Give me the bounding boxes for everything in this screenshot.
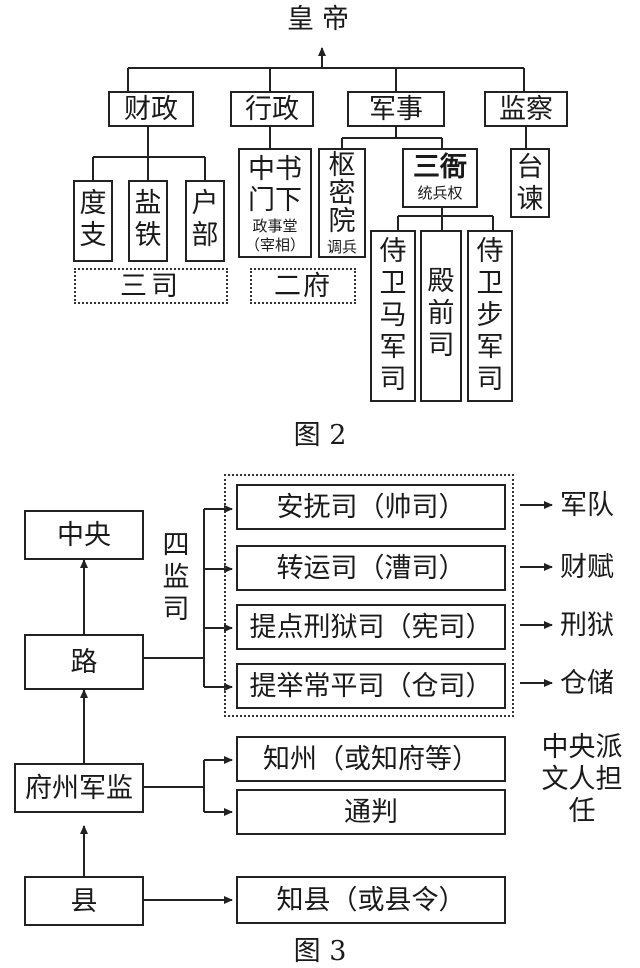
figure3-caption: 图 3	[293, 936, 347, 967]
zhixian-box: 知县（或县令）	[236, 876, 506, 924]
zhengshitang-label: 政事堂	[252, 217, 298, 235]
dept-finance-box: 财政	[108, 91, 194, 127]
tongpan-label: 通判	[344, 797, 398, 828]
emperor-label: 皇帝	[287, 4, 357, 35]
tidian-label: 提点刑狱司（宪司）	[249, 612, 493, 643]
func-prison-label: 刑狱	[560, 610, 614, 641]
dept-military-label: 军事	[369, 94, 423, 125]
diaobing-label: 调兵	[326, 238, 357, 256]
sanya-box: 三衙 统兵权	[402, 148, 478, 208]
hubu-label: 户部	[191, 188, 219, 251]
zaixiang-label: （宰相）	[244, 236, 305, 254]
tiju-label: 提举常平司（仓司）	[249, 671, 493, 702]
tongbingquan-label: 统兵权	[417, 184, 463, 202]
taijian-box: 台谏	[510, 148, 550, 218]
fuzhou-box: 府州军监	[14, 763, 144, 813]
figure2-caption: 图 2	[293, 420, 347, 451]
shumiyuan-box: 枢密院 调兵	[318, 148, 366, 258]
zhizhou-label: 知州（或知府等）	[263, 744, 479, 775]
dept-finance-label: 财政	[124, 94, 178, 125]
hubu-box: 户部	[185, 180, 225, 262]
sijian-group	[224, 474, 514, 717]
anfu-box: 安抚司（帅司）	[236, 484, 506, 530]
note-label: 中央派文人担任	[541, 732, 623, 827]
dept-supervision-box: 监察	[484, 91, 568, 127]
taijian-label: 台谏	[516, 152, 544, 215]
sansi-group: 三司	[74, 268, 228, 304]
sansi-label: 三司	[120, 271, 182, 302]
zhizhou-box: 知州（或知府等）	[236, 736, 506, 782]
zhixian-label: 知县（或县令）	[276, 885, 466, 916]
center-label: 中央	[57, 520, 111, 551]
duzhi-box: 度支	[73, 180, 113, 262]
shiwei-ma-box: 侍卫马军司	[370, 230, 416, 402]
func-army-label: 军队	[560, 490, 614, 521]
dept-supervision-label: 监察	[499, 94, 553, 125]
shiwei-bu-label: 侍卫步军司	[476, 236, 504, 395]
sanya-label: 三衙	[413, 152, 467, 183]
zhongshu-box: 中书门下 政事堂 （宰相）	[238, 148, 312, 258]
center-box: 中央	[24, 510, 144, 560]
shiwei-bu-box: 侍卫步军司	[467, 230, 513, 402]
erfu-label: 二府	[274, 271, 332, 302]
erfu-group: 二府	[250, 268, 356, 304]
zhuanyun-label: 转运司（漕司）	[276, 553, 466, 584]
dianqian-box: 殿前司	[420, 230, 462, 402]
tiju-box: 提举常平司（仓司）	[236, 663, 506, 709]
xian-box: 县	[24, 876, 144, 926]
dept-admin-box: 行政	[230, 91, 314, 127]
func-tax-label: 财赋	[560, 552, 614, 583]
sijian-label: 四监司	[162, 530, 190, 625]
duzhi-label: 度支	[79, 188, 107, 251]
xian-label: 县	[70, 886, 98, 917]
dept-admin-label: 行政	[245, 94, 299, 125]
lu-box: 路	[24, 634, 144, 690]
zhuanyun-box: 转运司（漕司）	[236, 545, 506, 591]
yantie-label: 盐铁	[134, 188, 162, 251]
zhongshu-label: 中书门下	[248, 154, 302, 216]
shumiyuan-label: 枢密院	[328, 150, 356, 237]
anfu-label: 安抚司（帅司）	[276, 492, 466, 523]
dept-military-box: 军事	[347, 91, 445, 127]
lu-label: 路	[70, 647, 98, 678]
tongpan-box: 通判	[236, 789, 506, 835]
func-storage-label: 仓储	[560, 668, 614, 699]
dianqian-label: 殿前司	[427, 266, 455, 361]
yantie-box: 盐铁	[128, 180, 168, 262]
tidian-box: 提点刑狱司（宪司）	[236, 604, 506, 650]
fuzhou-label: 府州军监	[25, 773, 133, 804]
shiwei-ma-label: 侍卫马军司	[379, 236, 407, 395]
